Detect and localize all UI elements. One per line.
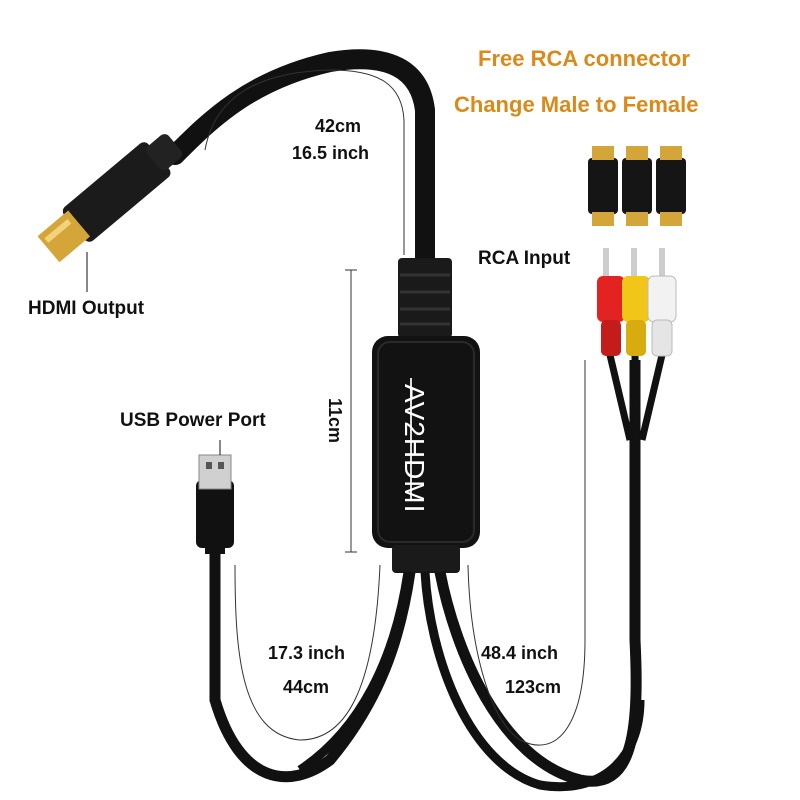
hdmi-cable-length-cm: 42cm — [315, 116, 362, 136]
hdmi-plug — [37, 134, 183, 263]
usb-cable-length-inch: 17.3 inch — [268, 643, 346, 663]
strain-relief-top — [398, 258, 452, 338]
rca-input-label: RCA Input — [478, 248, 571, 269]
rca-length-guide — [467, 360, 586, 746]
strain-relief-bottom — [392, 545, 460, 573]
usb-cable-length-cm: 44cm — [283, 677, 330, 697]
hdmi-length-guide — [204, 69, 405, 255]
promo-line-1: Free RCA connector — [478, 46, 690, 71]
usb-power-port-label: USB Power Port — [120, 410, 266, 431]
rca-yellow-plug — [622, 248, 650, 356]
usb-plug — [196, 454, 234, 554]
hdmi-output-label: HDMI Output — [28, 298, 145, 319]
usb-length-guide — [234, 564, 381, 741]
rca-cable-length-inch: 48.4 inch — [481, 643, 559, 663]
adapter-box — [372, 336, 480, 548]
box-length-label: 11cm — [325, 398, 345, 444]
rca-female-couplers — [588, 146, 686, 226]
hdmi-cable — [165, 49, 435, 270]
rca-white-plug — [647, 248, 677, 357]
hdmi-cable-length-inch: 16.5 inch — [292, 143, 370, 163]
promo-line-2: Change Male to Female — [454, 92, 699, 117]
device-brand-text: AV2HDMI — [399, 384, 430, 514]
rca-cable-length-cm: 123cm — [505, 677, 562, 697]
rca-red-plug — [597, 248, 625, 356]
